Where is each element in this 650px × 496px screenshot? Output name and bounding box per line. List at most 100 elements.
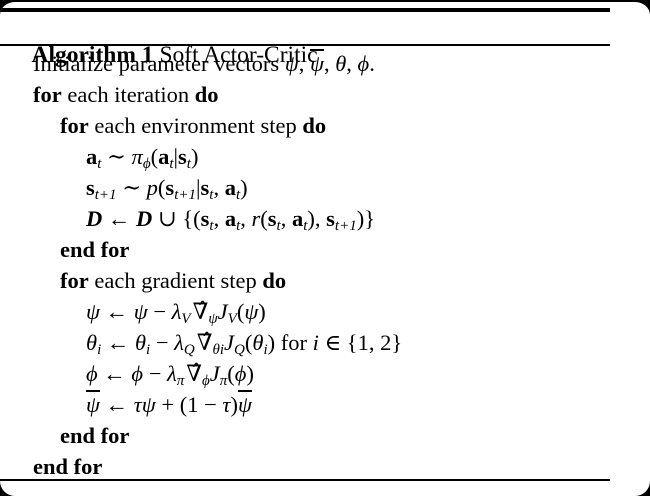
algo-segment: π: [219, 373, 228, 389]
algo-segment: for: [275, 330, 313, 355]
algo-segment: ): [307, 206, 315, 231]
algo-segment: t: [209, 187, 214, 203]
algo-segment: D: [86, 206, 103, 231]
algo-segment: a: [291, 206, 304, 231]
algo-segment: ψ: [208, 311, 218, 327]
algo-segment: t: [209, 218, 214, 234]
algo-segment: J: [224, 330, 235, 355]
algo-segment: t: [169, 156, 174, 172]
algo-line: ψ ← ψ − λV∇̂ψJV(ψ): [0, 296, 650, 327]
algo-segment: ∼: [101, 144, 132, 169]
algo-segment: ψ: [309, 51, 324, 76]
algorithm-lines: Initialize parameter vectors ψ, ψ, θ, ϕ.…: [0, 48, 650, 482]
algo-segment: )}: [356, 206, 375, 231]
algo-segment: a: [224, 206, 237, 231]
algo-segment: λ: [174, 330, 184, 355]
algo-segment: π: [131, 144, 143, 169]
algo-line: θi ← θi − λQ∇̂θiJQ(θi) for i ∈ {1, 2}: [0, 327, 650, 358]
algo-segment: θ: [335, 51, 347, 76]
algo-segment: −: [150, 330, 175, 355]
algo-segment: ,: [280, 206, 292, 231]
algorithm-title: Algorithm 1 Soft Actor-Critic: [8, 13, 318, 97]
algo-segment: ϕ: [142, 156, 151, 172]
algo-segment: ψ: [237, 392, 252, 417]
algo-segment: ,: [323, 51, 336, 76]
algo-segment: end for: [33, 454, 103, 479]
algo-segment: end for: [60, 423, 130, 448]
algo-segment: ): [230, 392, 238, 417]
algo-segment: ←: [99, 299, 134, 324]
algo-segment: θ: [134, 330, 147, 355]
algo-segment: t: [235, 187, 241, 203]
algo-segment: (: [260, 206, 268, 231]
algo-segment: Q: [183, 342, 195, 358]
algo-segment: r: [251, 206, 261, 231]
algo-segment: ): [190, 144, 199, 169]
algo-line: end for: [0, 451, 650, 482]
algo-segment: ,: [240, 206, 252, 231]
algo-segment: ): [258, 299, 266, 324]
bottom-rule: [0, 479, 610, 481]
algo-segment: Q: [234, 342, 245, 358]
algo-segment: J: [217, 299, 228, 324]
algo-segment: |: [195, 175, 201, 200]
algo-segment: do: [302, 113, 327, 138]
algo-segment: s: [178, 144, 187, 169]
algo-segment: i: [263, 342, 268, 358]
algo-segment: t: [186, 156, 191, 172]
algo-segment: ∇̂: [186, 361, 202, 386]
algo-segment: D: [136, 206, 153, 231]
algo-line: st+1 ∼ p(st+1|st, at): [0, 172, 650, 203]
algo-segment: V: [181, 311, 191, 327]
algorithm-label: Algorithm 1: [31, 42, 160, 68]
algo-segment: s: [86, 175, 95, 200]
algo-segment: t: [97, 156, 102, 172]
algo-segment: ∪ {(: [152, 206, 201, 231]
algo-segment: ϕ: [357, 51, 370, 76]
algo-segment: ∈ {1, 2}: [318, 330, 403, 355]
algo-segment: |: [173, 144, 179, 169]
algo-segment: s: [200, 206, 210, 231]
algo-segment: s: [326, 206, 335, 231]
algo-segment: ψ: [86, 392, 100, 417]
algo-segment: ψ: [244, 299, 259, 324]
algo-segment: ,: [213, 206, 225, 231]
algo-line: ψ ← τψ + (1 − τ)ψ: [0, 389, 650, 420]
algo-segment: ,: [314, 206, 327, 231]
algo-segment: a: [158, 144, 170, 169]
algo-segment: (: [157, 175, 166, 200]
algo-segment: ,: [298, 51, 310, 76]
algo-segment: ∇̂: [192, 299, 209, 324]
algo-segment: for: [60, 113, 89, 138]
algo-segment: ,: [346, 51, 358, 76]
algo-line: D ← D ∪ {(st, at, r(st, at), st+1)}: [0, 203, 650, 234]
algo-segment: ψ: [86, 299, 100, 324]
algo-line: end for: [0, 420, 650, 451]
algo-segment: t: [236, 218, 241, 234]
algo-segment: τψ: [133, 392, 156, 417]
algo-segment: ϕ: [202, 373, 210, 389]
algo-line: for each iteration do: [0, 79, 650, 110]
algo-segment: −: [147, 299, 172, 324]
algo-segment: i: [146, 342, 151, 358]
algo-segment: s: [165, 175, 175, 200]
algo-segment: ): [246, 361, 254, 386]
algo-segment: each gradient step: [88, 268, 263, 293]
algo-segment: i: [312, 330, 319, 355]
algo-segment: θ: [252, 330, 264, 355]
algo-segment: ∇̂: [196, 330, 213, 355]
top-rule: [0, 8, 610, 12]
algo-line: for each gradient step do: [0, 265, 650, 296]
algo-segment: ϕ: [234, 361, 247, 386]
algo-segment: ←: [101, 330, 135, 355]
algo-segment: (: [150, 144, 159, 169]
algo-segment: τ: [222, 392, 231, 417]
algo-segment: ): [267, 330, 276, 355]
algo-line: at ∼ πϕ(at|st): [0, 141, 650, 172]
algo-segment: θi: [212, 342, 225, 358]
algo-segment: t: [276, 218, 281, 234]
algo-segment: a: [224, 175, 236, 200]
algo-segment: each environment step: [88, 113, 303, 138]
algo-segment: (: [244, 330, 253, 355]
